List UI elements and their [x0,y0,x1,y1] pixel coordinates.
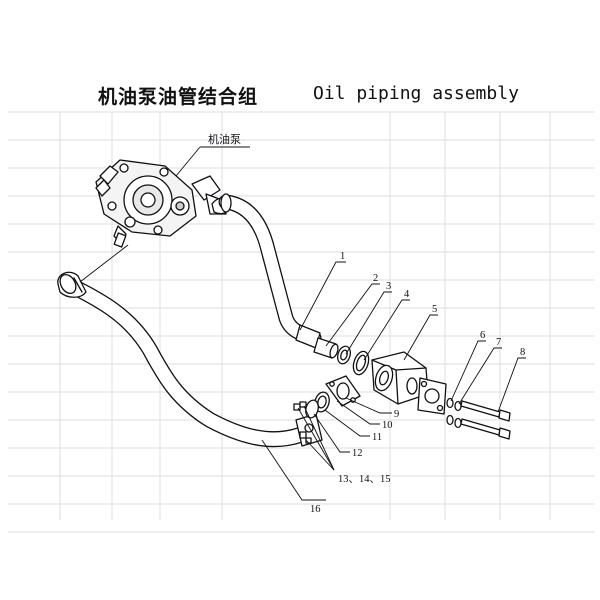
title-row: 机油泵油管结合组 Oil piping assembly [0,78,600,108]
label-part-13-15: 13、14、15 [338,474,391,485]
label-part-16: 16 [310,504,321,515]
title-english: Oil piping assembly [313,83,519,104]
oil-pump [95,159,231,248]
label-part-5: 5 [432,304,437,315]
label-part-1: 1 [340,251,345,262]
part-3-washer [337,345,351,365]
label-part-9: 9 [394,409,399,420]
leader-lines [79,146,526,501]
part-5-flange [417,377,447,415]
label-part-3: 3 [386,281,391,292]
label-part-12: 12 [352,448,363,459]
label-part-8: 8 [520,347,525,358]
label-part-11: 11 [372,432,382,443]
label-part-4: 4 [404,289,410,300]
part-8-bolts [460,400,511,440]
upper-oil-pipe [218,193,322,349]
label-oil-pump: 机油泵 [208,132,241,146]
label-part-10: 10 [382,420,393,431]
part-6-7-washers [446,397,462,429]
label-part-6: 6 [480,330,485,341]
label-part-7: 7 [496,337,501,348]
part-11-12-orings [305,391,330,419]
part-5-joint-block [371,351,429,405]
label-part-2: 2 [373,273,378,284]
part-4-gasket [352,350,370,376]
title-chinese: 机油泵油管结合组 [98,86,259,108]
part-2-ferrule [313,337,339,359]
